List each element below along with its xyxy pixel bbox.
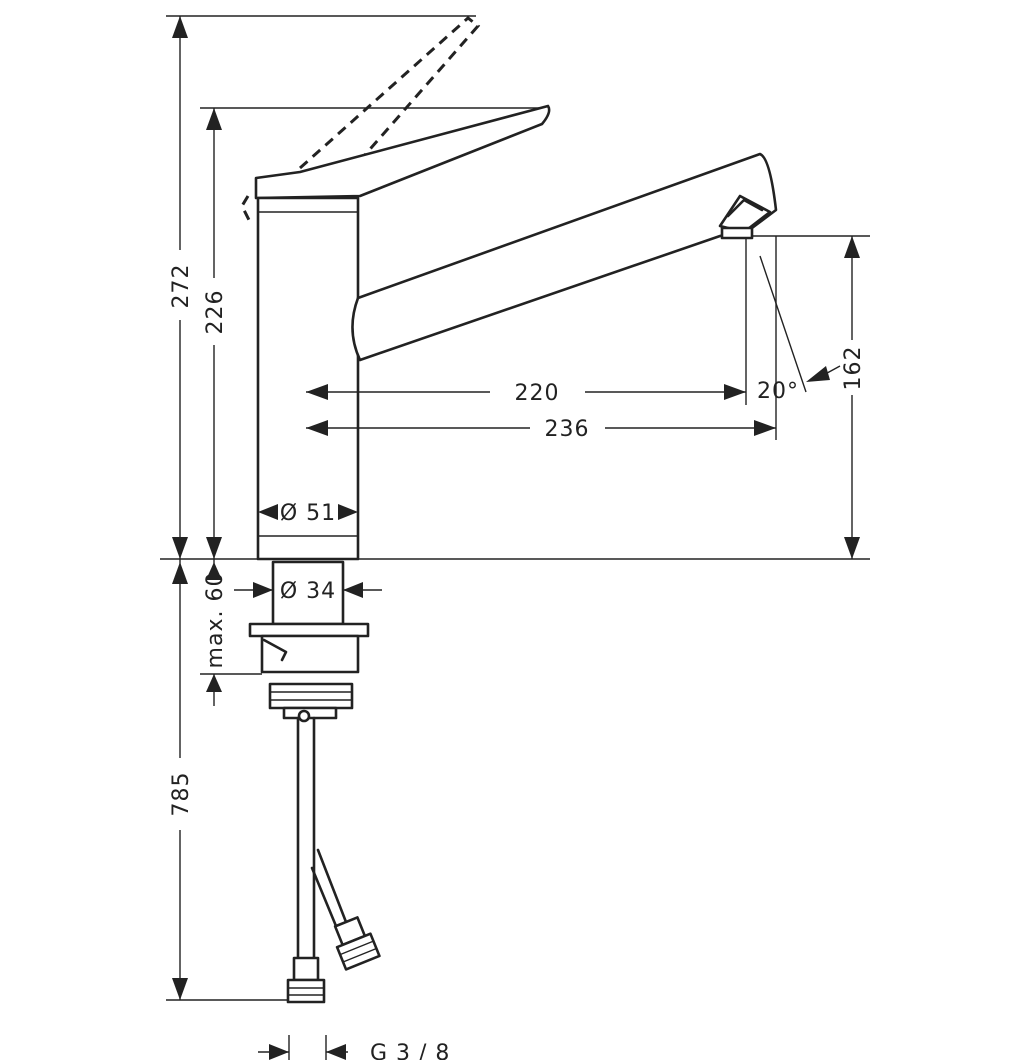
faucet-body [240, 16, 778, 561]
label-hose-length: 785 [169, 772, 194, 817]
faucet-column [256, 196, 360, 561]
spout [351, 152, 778, 362]
lever-pivot-mark [240, 195, 252, 223]
lever-handle [254, 104, 551, 200]
mounting-hardware [248, 560, 370, 723]
label-connection-thread: G 3 / 8 [370, 1041, 450, 1060]
mount-washer [248, 622, 370, 638]
label-max-deck-thickness: max. 60 [203, 572, 228, 669]
aerator-ring [720, 226, 754, 240]
hose-branch [310, 848, 348, 928]
label-total-height: 272 [169, 264, 194, 309]
mount-nut [268, 682, 354, 710]
mount-shank [271, 560, 345, 626]
label-spout-reach: 220 [515, 381, 560, 406]
label-spray-angle: 20° [757, 379, 799, 404]
label-overall-reach: 236 [545, 417, 590, 442]
hose-main [296, 716, 316, 960]
dimension-lines [172, 16, 860, 1060]
hose-nut-main [286, 978, 326, 1004]
dimension-labels: 272 226 162 max. 60 785 220 236 20° Ø 51… [169, 264, 866, 1060]
label-body-diameter: Ø 51 [280, 501, 336, 526]
mount-clamp [260, 634, 360, 674]
label-outlet-height: 162 [841, 346, 866, 391]
supply-hoses [286, 716, 381, 1004]
label-spout-height-top: 226 [203, 290, 228, 335]
label-mount-diameter: Ø 34 [280, 579, 336, 604]
hose-fitting-main [292, 956, 320, 982]
